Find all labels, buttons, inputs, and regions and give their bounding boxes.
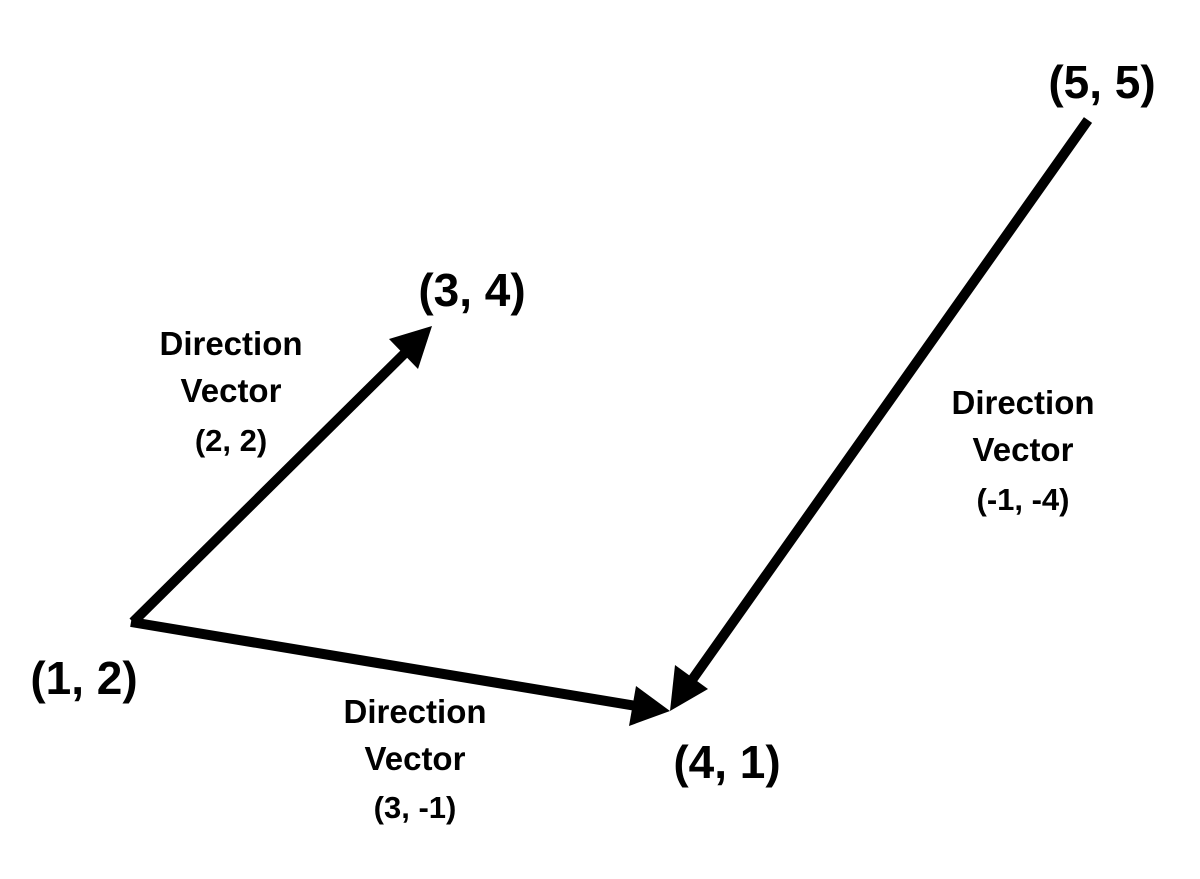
point-label-1-2: (1, 2) <box>30 652 137 704</box>
point-label-5-5: (5, 5) <box>1048 56 1155 108</box>
point-label-3-4: (3, 4) <box>418 264 525 316</box>
vector-value: (-1, -4) <box>977 482 1070 517</box>
vector-label-line2: Vector <box>181 372 282 409</box>
arrow-1-2-to-4-1 <box>130 617 670 726</box>
point-label-4-1: (4, 1) <box>673 736 780 788</box>
arrow-5-5-to-4-1 <box>670 117 1093 711</box>
vector-label-line2: Vector <box>973 431 1074 468</box>
vector-label-line1: Direction <box>159 325 302 362</box>
vector-label-neg1-neg4: Direction Vector (-1, -4) <box>951 384 1094 517</box>
arrow-1-2-to-3-4 <box>129 326 432 626</box>
vector-value: (2, 2) <box>195 423 267 458</box>
vector-label-line1: Direction <box>343 693 486 730</box>
vector-label-line2: Vector <box>365 740 466 777</box>
vector-label-3-neg1: Direction Vector (3, -1) <box>343 693 486 825</box>
vector-value: (3, -1) <box>374 790 457 825</box>
vector-label-line1: Direction <box>951 384 1094 421</box>
vector-label-2-2: Direction Vector (2, 2) <box>159 325 302 458</box>
